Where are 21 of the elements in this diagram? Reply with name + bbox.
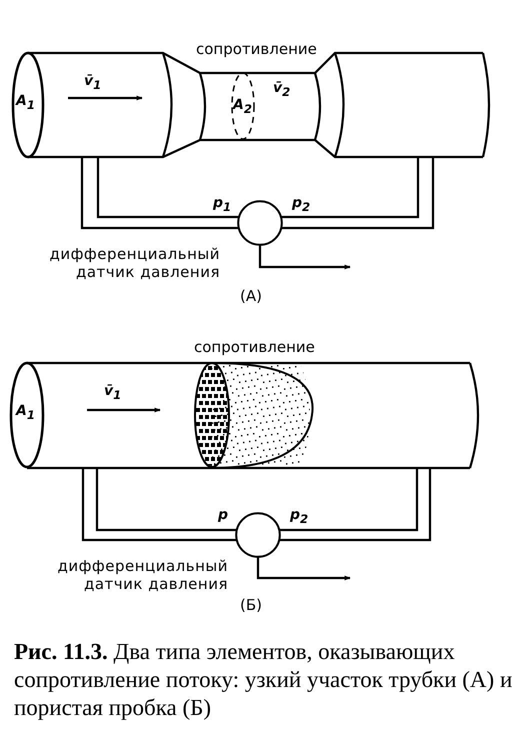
velocity-symbol: v̄$_{1}$ bbox=[104, 384, 122, 402]
part-label: сопротивление bbox=[194, 340, 315, 355]
pressure-sensor-circle bbox=[235, 512, 281, 558]
output-arrow bbox=[256, 557, 351, 580]
pressure-symbol: p$_{1}$ bbox=[213, 196, 232, 214]
sensor-label: дифференциальный датчик давления bbox=[56, 557, 228, 593]
part-label: сопротивление bbox=[196, 42, 317, 57]
velocity-symbol: v̄$_{1}$ bbox=[84, 74, 102, 92]
sensor-label: дифференциальный датчик давления bbox=[48, 245, 220, 281]
panel-label: (А) bbox=[240, 289, 262, 304]
panel-label: (Б) bbox=[240, 598, 262, 613]
area-symbol: A$_{1}$ bbox=[16, 94, 35, 112]
pressure-sensor-circle bbox=[237, 200, 283, 246]
pressure-symbol: p bbox=[218, 508, 228, 522]
area-symbol: A$_{2}$ bbox=[233, 98, 252, 116]
pressure-symbol: p$_{2}$ bbox=[290, 508, 308, 526]
output-arrow bbox=[258, 245, 351, 270]
figure-caption: Рис. 11.3. Два типа элементов, оказывающих сопротивление потоку: узкий участок трубки (А) и пористая пробка (Б) bbox=[14, 638, 514, 722]
area-symbol: A$_{1}$ bbox=[16, 404, 35, 422]
velocity-symbol: v̄$_{2}$ bbox=[273, 81, 290, 98]
pressure-symbol: p$_{2}$ bbox=[292, 196, 310, 214]
